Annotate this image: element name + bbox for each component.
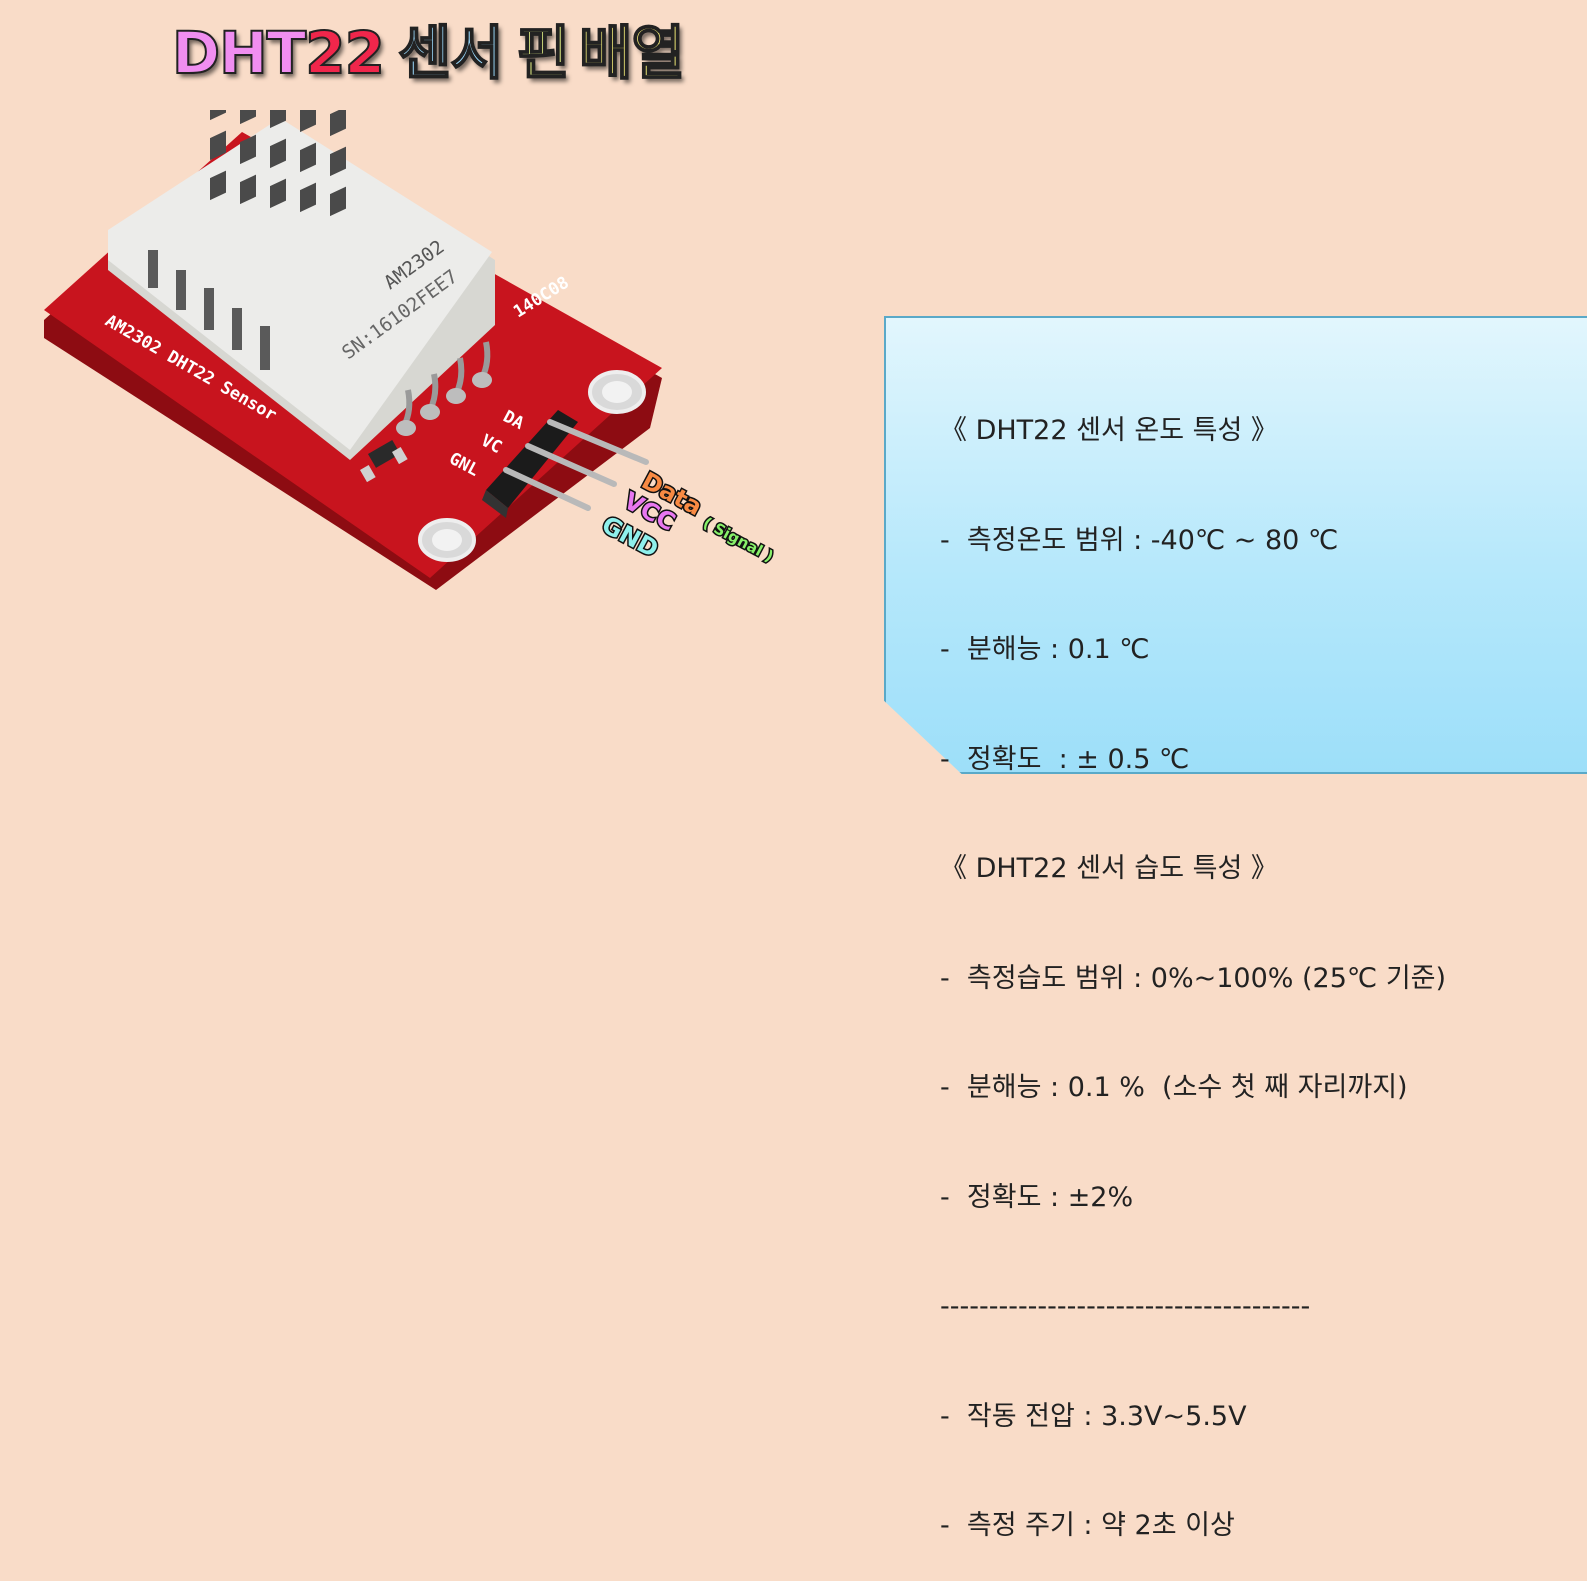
spec-text-block: 《 DHT22 센서 온도 특성 》 - 측정온도 범위 : -40℃ ~ 80… (940, 340, 1446, 1581)
sensor-board-svg: AM2302 SN:16102FEE7 140C08 AM2302 DHT22 … (44, 90, 778, 590)
title-sensor: 센서 (397, 18, 505, 88)
mount-hole-bottom-inner (432, 529, 462, 551)
smd-resistor (368, 439, 401, 468)
title-array: 배열 (578, 18, 686, 88)
resistor-pad-right (392, 447, 408, 465)
humidity-section-heading: 《 DHT22 센서 습도 특성 》 (940, 853, 1278, 884)
sensor-front-slots (148, 250, 270, 370)
title-22: 22 (304, 18, 386, 88)
temp-accuracy-line: - 정확도 : ± 0.5 ℃ (940, 743, 1190, 775)
humidity-resolution-line: - 분해능 : 0.1 % (소수 첫 째 자리까지) (940, 1072, 1408, 1103)
temp-section-heading: 《 DHT22 센서 온도 특성 》 (940, 415, 1278, 446)
sensor-housing-top (108, 118, 492, 450)
dht22-sensor-illustration: AM2302 SN:16102FEE7 140C08 AM2302 DHT22 … (30, 90, 810, 610)
temp-resolution-line: - 분해능 : 0.1 ℃ (940, 634, 1150, 665)
title-pin: 핀 (516, 18, 571, 88)
humidity-range-line: - 측정습도 범위 : 0%~100% (25℃ 기준) (940, 962, 1447, 994)
pin-header-block (486, 410, 578, 508)
solder-pads (396, 372, 492, 436)
humidity-accuracy-line: - 정확도 : ±2% (940, 1181, 1134, 1213)
header-pins (503, 419, 649, 511)
pin-header-base (482, 490, 508, 518)
divider-line: -------------------------------------- (940, 1291, 1311, 1322)
voltage-line: - 작동 전압 : 3.3V~5.5V (940, 1400, 1247, 1432)
mount-hole-right-inner (602, 381, 632, 403)
sampling-period-line: - 측정 주기 : 약 2초 이상 (940, 1510, 1235, 1541)
temp-range-line: - 측정온도 범위 : -40℃ ~ 80 ℃ (940, 524, 1339, 556)
signal-pin-label: ( Signal ) (700, 514, 776, 566)
resistor-pad-left (360, 465, 376, 483)
title-dht: DHT (171, 18, 307, 88)
spec-info-box (884, 316, 1587, 774)
